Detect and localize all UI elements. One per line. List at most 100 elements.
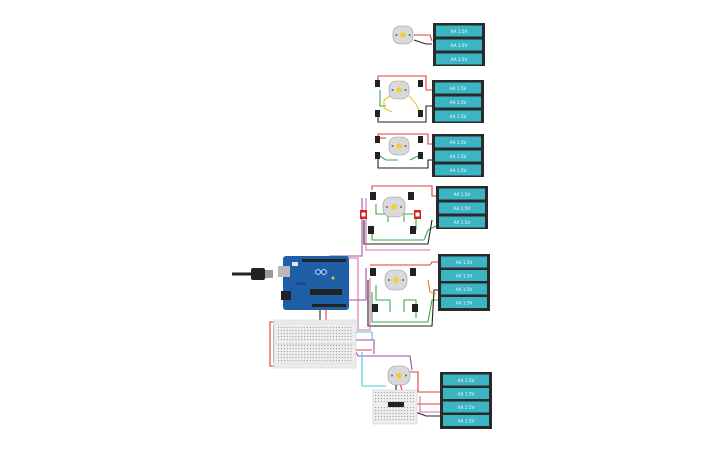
breadboard-hole[interactable] — [341, 348, 343, 350]
breadboard-hole[interactable] — [401, 395, 403, 397]
breadboard-hole[interactable] — [321, 330, 323, 332]
breadboard-hole[interactable] — [341, 357, 343, 359]
breadboard-hole[interactable] — [327, 357, 329, 359]
breadboard-hole[interactable] — [295, 351, 297, 353]
breadboard-hole[interactable] — [301, 339, 303, 341]
wire[interactable] — [367, 280, 438, 327]
wire[interactable] — [379, 90, 386, 107]
breadboard-hole[interactable] — [336, 345, 338, 347]
breadboard-hole[interactable] — [333, 348, 335, 350]
breadboard-hole[interactable] — [295, 348, 297, 350]
breadboard-hole[interactable] — [286, 357, 288, 359]
breadboard-hole[interactable] — [278, 357, 280, 359]
breadboard-hole[interactable] — [327, 354, 329, 356]
breadboard-hole[interactable] — [295, 336, 297, 338]
breadboard-hole[interactable] — [333, 354, 335, 356]
breadboard-hole[interactable] — [330, 345, 332, 347]
breadboard-hole[interactable] — [304, 327, 306, 329]
breadboard-hole[interactable] — [298, 333, 300, 335]
breadboard-hole[interactable] — [327, 327, 329, 329]
breadboard-hole[interactable] — [309, 357, 311, 359]
breadboard-hole[interactable] — [406, 395, 408, 397]
breadboard-hole[interactable] — [283, 333, 285, 335]
battery-pack-5[interactable]: AA 1.5V AA 1.5V AA 1.5V AA 1.5V — [438, 254, 490, 311]
breadboard-hole[interactable] — [392, 395, 394, 397]
breadboard-hole[interactable] — [386, 392, 388, 394]
breadboard-hole[interactable] — [278, 354, 280, 356]
breadboard-hole[interactable] — [315, 360, 317, 362]
breadboard-hole[interactable] — [409, 416, 411, 418]
breadboard-hole[interactable] — [283, 339, 285, 341]
breadboard-hole[interactable] — [278, 351, 280, 353]
breadboard-hole[interactable] — [398, 416, 400, 418]
breadboard-hole[interactable] — [336, 327, 338, 329]
breadboard-hole[interactable] — [333, 339, 335, 341]
breadboard-hole[interactable] — [307, 348, 309, 350]
breadboard-hole[interactable] — [278, 333, 280, 335]
breadboard-hole[interactable] — [312, 339, 314, 341]
breadboard-hole[interactable] — [312, 327, 314, 329]
breadboard-hole[interactable] — [338, 354, 340, 356]
breadboard-hole[interactable] — [386, 398, 388, 400]
breadboard-hole[interactable] — [380, 416, 382, 418]
breadboard-hole[interactable] — [350, 327, 352, 329]
breadboard-hole[interactable] — [398, 410, 400, 412]
breadboard-hole[interactable] — [289, 330, 291, 332]
breadboard-hole[interactable] — [412, 392, 414, 394]
breadboard-hole[interactable] — [375, 416, 377, 418]
breadboard-hole[interactable] — [298, 330, 300, 332]
breadboard-hole[interactable] — [327, 333, 329, 335]
wire[interactable] — [410, 371, 440, 393]
breadboard-hole[interactable] — [347, 327, 349, 329]
breadboard-hole[interactable] — [377, 401, 379, 403]
breadboard-hole[interactable] — [336, 348, 338, 350]
dc-motor-3[interactable] — [388, 136, 410, 156]
breadboard-hole[interactable] — [318, 357, 320, 359]
breadboard-hole[interactable] — [283, 336, 285, 338]
breadboard-hole[interactable] — [344, 360, 346, 362]
transistor[interactable] — [375, 136, 380, 143]
wire[interactable] — [371, 185, 436, 197]
breadboard-hole[interactable] — [347, 345, 349, 347]
breadboard-hole[interactable] — [301, 360, 303, 362]
breadboard-hole[interactable] — [289, 348, 291, 350]
breadboard-hole[interactable] — [344, 327, 346, 329]
breadboard-hole[interactable] — [395, 401, 397, 403]
breadboard-hole[interactable] — [292, 348, 294, 350]
breadboard-hole[interactable] — [327, 336, 329, 338]
breadboard-hole[interactable] — [341, 327, 343, 329]
breadboard-hole[interactable] — [307, 339, 309, 341]
breadboard-hole[interactable] — [280, 351, 282, 353]
breadboard-hole[interactable] — [386, 419, 388, 421]
breadboard-hole[interactable] — [280, 333, 282, 335]
breadboard-hole[interactable] — [330, 339, 332, 341]
breadboard-hole[interactable] — [389, 413, 391, 415]
breadboard-hole[interactable] — [344, 348, 346, 350]
breadboard-hole[interactable] — [321, 339, 323, 341]
transistor[interactable] — [412, 304, 418, 312]
dc-motor-6[interactable] — [387, 365, 411, 386]
breadboard-hole[interactable] — [347, 330, 349, 332]
breadboard-hole[interactable] — [318, 339, 320, 341]
breadboard-hole[interactable] — [375, 407, 377, 409]
breadboard-hole[interactable] — [389, 395, 391, 397]
breadboard-hole[interactable] — [315, 330, 317, 332]
breadboard-hole[interactable] — [392, 419, 394, 421]
battery-pack-6[interactable]: AA 1.5V AA 1.5V AA 1.5V AA 1.5V — [440, 372, 492, 429]
wire[interactable] — [414, 34, 433, 42]
breadboard-hole[interactable] — [350, 360, 352, 362]
breadboard-hole[interactable] — [330, 333, 332, 335]
breadboard-hole[interactable] — [278, 327, 280, 329]
breadboard-hole[interactable] — [301, 354, 303, 356]
breadboard-hole[interactable] — [278, 336, 280, 338]
transistor[interactable] — [370, 192, 376, 200]
breadboard-hole[interactable] — [301, 333, 303, 335]
breadboard-hole[interactable] — [289, 360, 291, 362]
breadboard-hole[interactable] — [278, 330, 280, 332]
breadboard-hole[interactable] — [344, 351, 346, 353]
breadboard-hole[interactable] — [406, 407, 408, 409]
breadboard-hole[interactable] — [295, 327, 297, 329]
transistor[interactable] — [375, 152, 380, 159]
breadboard-hole[interactable] — [309, 360, 311, 362]
breadboard-hole[interactable] — [377, 395, 379, 397]
